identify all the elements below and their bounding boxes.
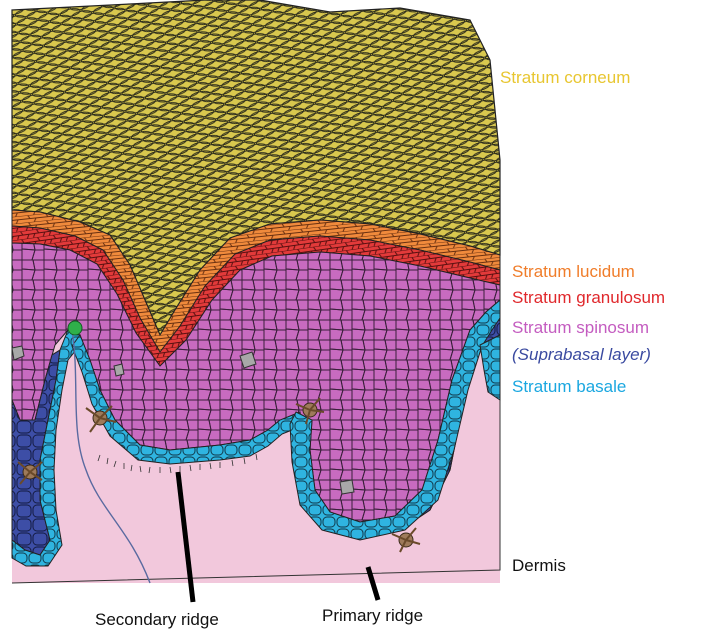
label-primary-ridge: Primary ridge [322,606,423,626]
label-secondary-ridge: Secondary ridge [95,610,219,630]
label-stratum-basale: Stratum basale [512,377,626,397]
langerhans-cell-3 [340,480,354,494]
merkel-cell [68,321,82,335]
label-stratum-spinosum: Stratum spinosum [512,318,649,338]
langerhans-cell-4 [114,364,124,376]
label-dermis: Dermis [512,556,566,576]
label-stratum-corneum: Stratum corneum [500,68,630,88]
label-suprabasal-layer: (Suprabasal layer) [512,345,651,365]
label-stratum-granulosum: Stratum granulosum [512,288,665,308]
label-stratum-lucidum: Stratum lucidum [512,262,635,282]
